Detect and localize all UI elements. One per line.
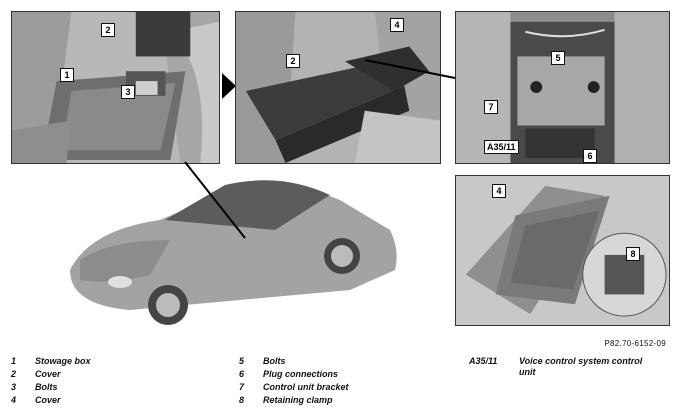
photo-control-unit-bracket [455,11,670,164]
callout-2b: 2 [286,54,300,68]
callout-4: 4 [390,18,404,32]
photo-stowage-box-closed [235,11,441,164]
photo-stowage-box-open [11,11,220,164]
callout-1: 1 [60,68,74,82]
callout-8: 8 [626,247,640,261]
car-illustration [50,160,405,330]
callout-6: 6 [583,149,597,163]
arrow-right-icon [222,73,236,99]
callout-7: 7 [484,100,498,114]
callout-2: 2 [101,23,115,37]
callout-a35-11: A35/11 [484,140,519,154]
reference-code: P82.70-6152-09 [604,339,666,348]
photo-cover-underside [455,175,670,326]
callout-5: 5 [551,51,565,65]
callout-4b: 4 [492,184,506,198]
callout-3: 3 [121,85,135,99]
